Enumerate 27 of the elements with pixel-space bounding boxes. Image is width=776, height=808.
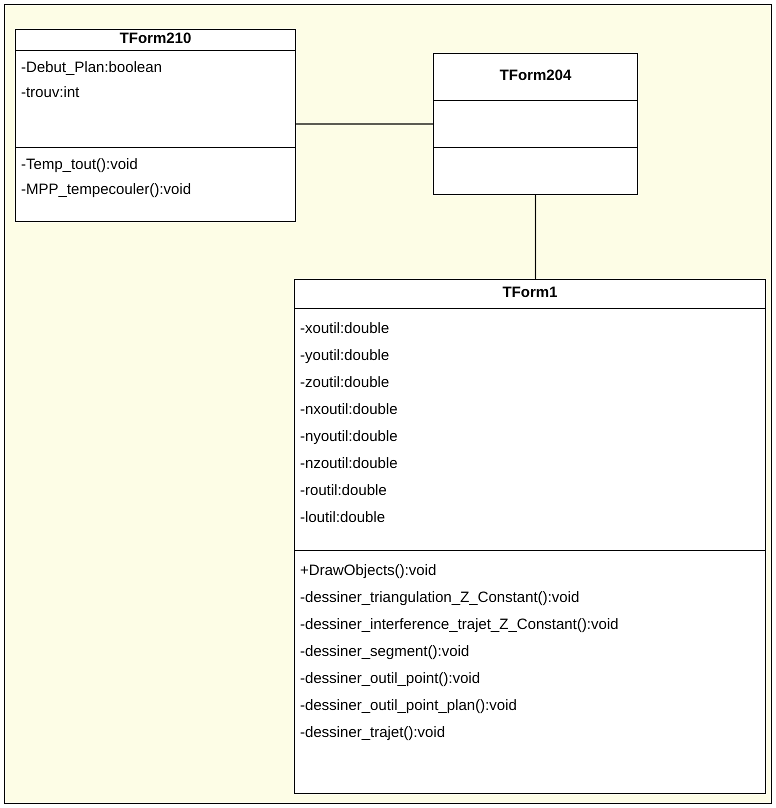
association-line: [296, 123, 433, 125]
attribute-text: -trouv:int: [20, 83, 80, 103]
method-text: -Temp_tout():void: [20, 155, 139, 175]
class-box: [433, 53, 638, 195]
class-name: TForm1: [501, 283, 558, 303]
attribute-text: -Debut_Plan:boolean: [20, 58, 163, 78]
method-text: -dessiner_outil_point_plan():void: [299, 696, 518, 716]
class-name: TForm204: [498, 66, 572, 86]
class-name: TForm210: [118, 30, 192, 48]
method-text: -MPP_tempecouler():void: [20, 180, 192, 200]
attribute-text: -routil:double: [299, 481, 388, 501]
class-box: [294, 279, 766, 794]
attribute-text: -nzoutil:double: [299, 454, 399, 474]
method-text: -dessiner_segment():void: [299, 642, 470, 662]
attribute-text: -loutil:double: [299, 508, 386, 528]
method-text: -dessiner_outil_point():void: [299, 669, 482, 689]
method-text: +DrawObjects():void: [299, 561, 438, 581]
attribute-text: -nyoutil:double: [299, 427, 399, 447]
class-box: [15, 29, 296, 222]
attribute-text: -nxoutil:double: [299, 400, 399, 420]
method-text: -dessiner_interference_trajet_Z_Constant():void: [299, 615, 620, 635]
attribute-text: -xoutil:double: [299, 319, 390, 339]
method-text: -dessiner_trajet():void: [299, 723, 446, 743]
attribute-text: -youtil:double: [299, 346, 390, 366]
association-line: [534, 195, 536, 279]
method-text: -dessiner_triangulation_Z_Constant():void: [299, 588, 580, 608]
attribute-text: -zoutil:double: [299, 373, 390, 393]
